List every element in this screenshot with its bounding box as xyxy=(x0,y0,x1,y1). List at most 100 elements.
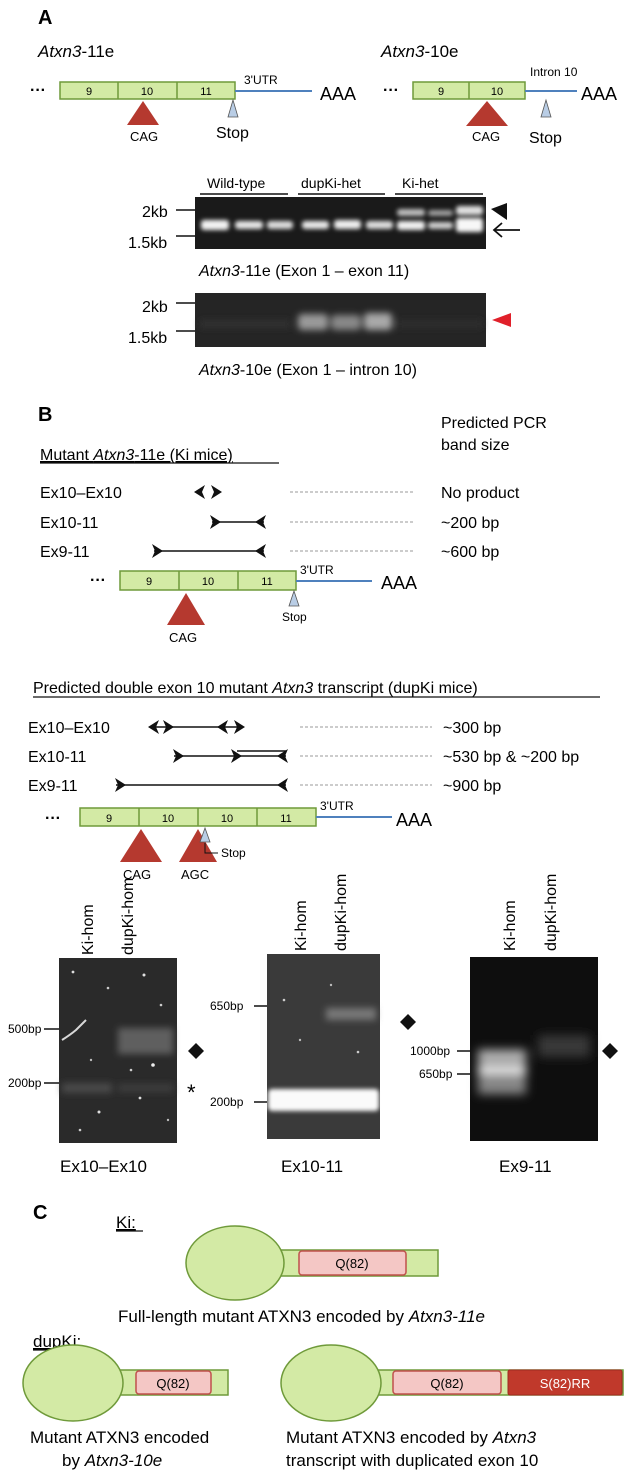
lane-label: Ki-hom xyxy=(80,904,97,955)
lane-label: Ki-hom xyxy=(293,900,310,951)
ki-primer-name: Ex10-11 xyxy=(40,515,99,532)
exon-block-10e: 9 10 xyxy=(412,81,526,100)
diamond-marker xyxy=(491,203,507,220)
arrow-marker xyxy=(492,222,520,238)
exon-block-11e: 9 10 11 xyxy=(59,81,236,100)
exon-block-ki: 9 10 11 xyxy=(119,570,297,591)
transcript-11e-title: Atxn3-11e xyxy=(37,42,114,61)
dupki-protein-1-caption-2: by Atxn3-10e xyxy=(62,1451,162,1470)
svg-text:11: 11 xyxy=(261,576,272,588)
lane-label: Ki-hom xyxy=(502,900,519,951)
cag-triangle xyxy=(167,593,205,625)
gel2-caption: Atxn3-10e (Exon 1 – intron 10) xyxy=(198,362,417,379)
gel1-marker-1.5kb: 1.5kb xyxy=(128,235,167,252)
exon-block-dup: 9 10 10 11 xyxy=(79,807,317,827)
primer-pair-icon xyxy=(194,485,222,499)
dupki-protein-1-caption-1: Mutant ATXN3 encoded xyxy=(30,1428,209,1447)
primer-pair-icon xyxy=(152,544,266,558)
stop-leader xyxy=(204,843,218,854)
svg-text:9: 9 xyxy=(438,86,444,98)
intron-label: Intron 10 xyxy=(530,65,578,79)
cag-label: CAG xyxy=(130,129,158,144)
cag-triangle xyxy=(120,829,162,862)
gel-b3-caption: Ex9-11 xyxy=(499,1157,552,1176)
ki-protein-caption: Full-length mutant ATXN3 encoded by Atxn… xyxy=(118,1307,485,1326)
svg-text:9: 9 xyxy=(86,86,92,98)
svg-text:Q(82): Q(82) xyxy=(156,1376,189,1391)
ellipsis: ··· xyxy=(90,572,106,589)
dupki-protein-diagram-1: Q(82) xyxy=(22,1344,229,1422)
svg-text:S(82)RR: S(82)RR xyxy=(540,1376,591,1391)
gel1-caption: Atxn3-11e (Exon 1 – exon 11) xyxy=(198,263,409,280)
dupki-protein-2-caption-2: transcript with duplicated exon 10 xyxy=(286,1451,538,1470)
utr-label: 3'UTR xyxy=(244,73,278,87)
dup-section-title: Predicted double exon 10 mutant Atxn3 tr… xyxy=(33,680,478,697)
gel-b1-marker: 200bp xyxy=(8,1076,42,1090)
dupki-protein-diagram-2: Q(82) S(82)RR xyxy=(280,1344,624,1422)
gel-b2-marker: 650bp xyxy=(210,999,244,1013)
cag-triangle xyxy=(127,101,159,125)
stop-triangle xyxy=(227,98,239,118)
cag-label: CAG xyxy=(123,867,151,882)
svg-text:10: 10 xyxy=(141,86,153,98)
lane-label: dupKi-hom xyxy=(120,878,137,955)
ki-primer-size: ~200 bp xyxy=(441,515,499,532)
ki-section-title: Mutant Atxn3-11e (Ki mice) xyxy=(40,447,233,464)
polya-label: AAA xyxy=(396,810,432,830)
diamond-marker xyxy=(602,1043,618,1059)
stop-label: Stop xyxy=(216,125,249,142)
svg-text:10: 10 xyxy=(162,813,174,825)
ki-primer-size: No product xyxy=(441,485,520,502)
predicted-header-1: Predicted PCR xyxy=(441,415,547,432)
gel-b2-caption: Ex10-11 xyxy=(281,1157,343,1176)
svg-text:Q(82): Q(82) xyxy=(335,1256,368,1271)
dup-primer-size: ~300 bp xyxy=(443,720,501,737)
gel-b2-marker: 200bp xyxy=(210,1095,244,1109)
transcript-10e-title: Atxn3-10e xyxy=(380,42,459,61)
predicted-header-2: band size xyxy=(441,437,510,454)
panel-c-label: C xyxy=(33,1202,47,1224)
ellipsis: ··· xyxy=(45,810,61,827)
utr-label: 3'UTR xyxy=(300,563,334,577)
polya-label: AAA xyxy=(581,84,617,104)
gel1-image xyxy=(195,197,486,249)
stop-label: Stop xyxy=(282,610,307,624)
gel-b1-image xyxy=(59,958,177,1143)
asterisk-marker: * xyxy=(187,1080,196,1105)
gel2-image xyxy=(195,293,486,347)
diamond-marker xyxy=(188,1043,204,1059)
svg-text:9: 9 xyxy=(146,576,152,588)
gel-b1-marker: 500bp xyxy=(8,1022,42,1036)
gel1-group-ki: Ki-het xyxy=(402,175,439,191)
lane-label: dupKi-hom xyxy=(543,874,560,951)
cag-label: CAG xyxy=(169,630,197,645)
lane-label: dupKi-hom xyxy=(333,874,350,951)
dup-primer-name: Ex10–Ex10 xyxy=(28,720,110,737)
gel-b3-marker: 650bp xyxy=(419,1067,453,1081)
ki-protein-diagram: Q(82) xyxy=(185,1225,439,1301)
dup-primer-name: Ex10-11 xyxy=(28,749,87,766)
gel-b3-marker: 1000bp xyxy=(410,1044,450,1058)
gel-b1-caption: Ex10–Ex10 xyxy=(60,1157,147,1176)
diamond-marker xyxy=(400,1014,416,1030)
gel2-marker-1.5kb: 1.5kb xyxy=(128,330,167,347)
utr-label: 3'UTR xyxy=(320,799,354,813)
panel-a-label: A xyxy=(38,7,52,29)
dupki-protein-2-caption-1: Mutant ATXN3 encoded by Atxn3 xyxy=(286,1428,537,1447)
agc-label: AGC xyxy=(181,867,209,882)
svg-text:10: 10 xyxy=(202,576,214,588)
primer-pair-icon xyxy=(115,778,288,792)
svg-text:Q(82): Q(82) xyxy=(430,1376,463,1391)
polya-label: AAA xyxy=(320,84,356,104)
red-marker xyxy=(492,313,511,327)
gel1-marker-2kb: 2kb xyxy=(142,204,168,221)
dup-primer-size: ~530 bp & ~200 bp xyxy=(443,749,579,766)
stop-triangle xyxy=(540,98,552,118)
ki-primer-name: Ex10–Ex10 xyxy=(40,485,122,502)
dup-primer-size: ~900 bp xyxy=(443,778,501,795)
agc-triangle xyxy=(179,829,217,862)
svg-text:10: 10 xyxy=(221,813,233,825)
panel-b-label: B xyxy=(38,404,52,426)
gel1-group-wildtype: Wild-type xyxy=(207,175,266,191)
